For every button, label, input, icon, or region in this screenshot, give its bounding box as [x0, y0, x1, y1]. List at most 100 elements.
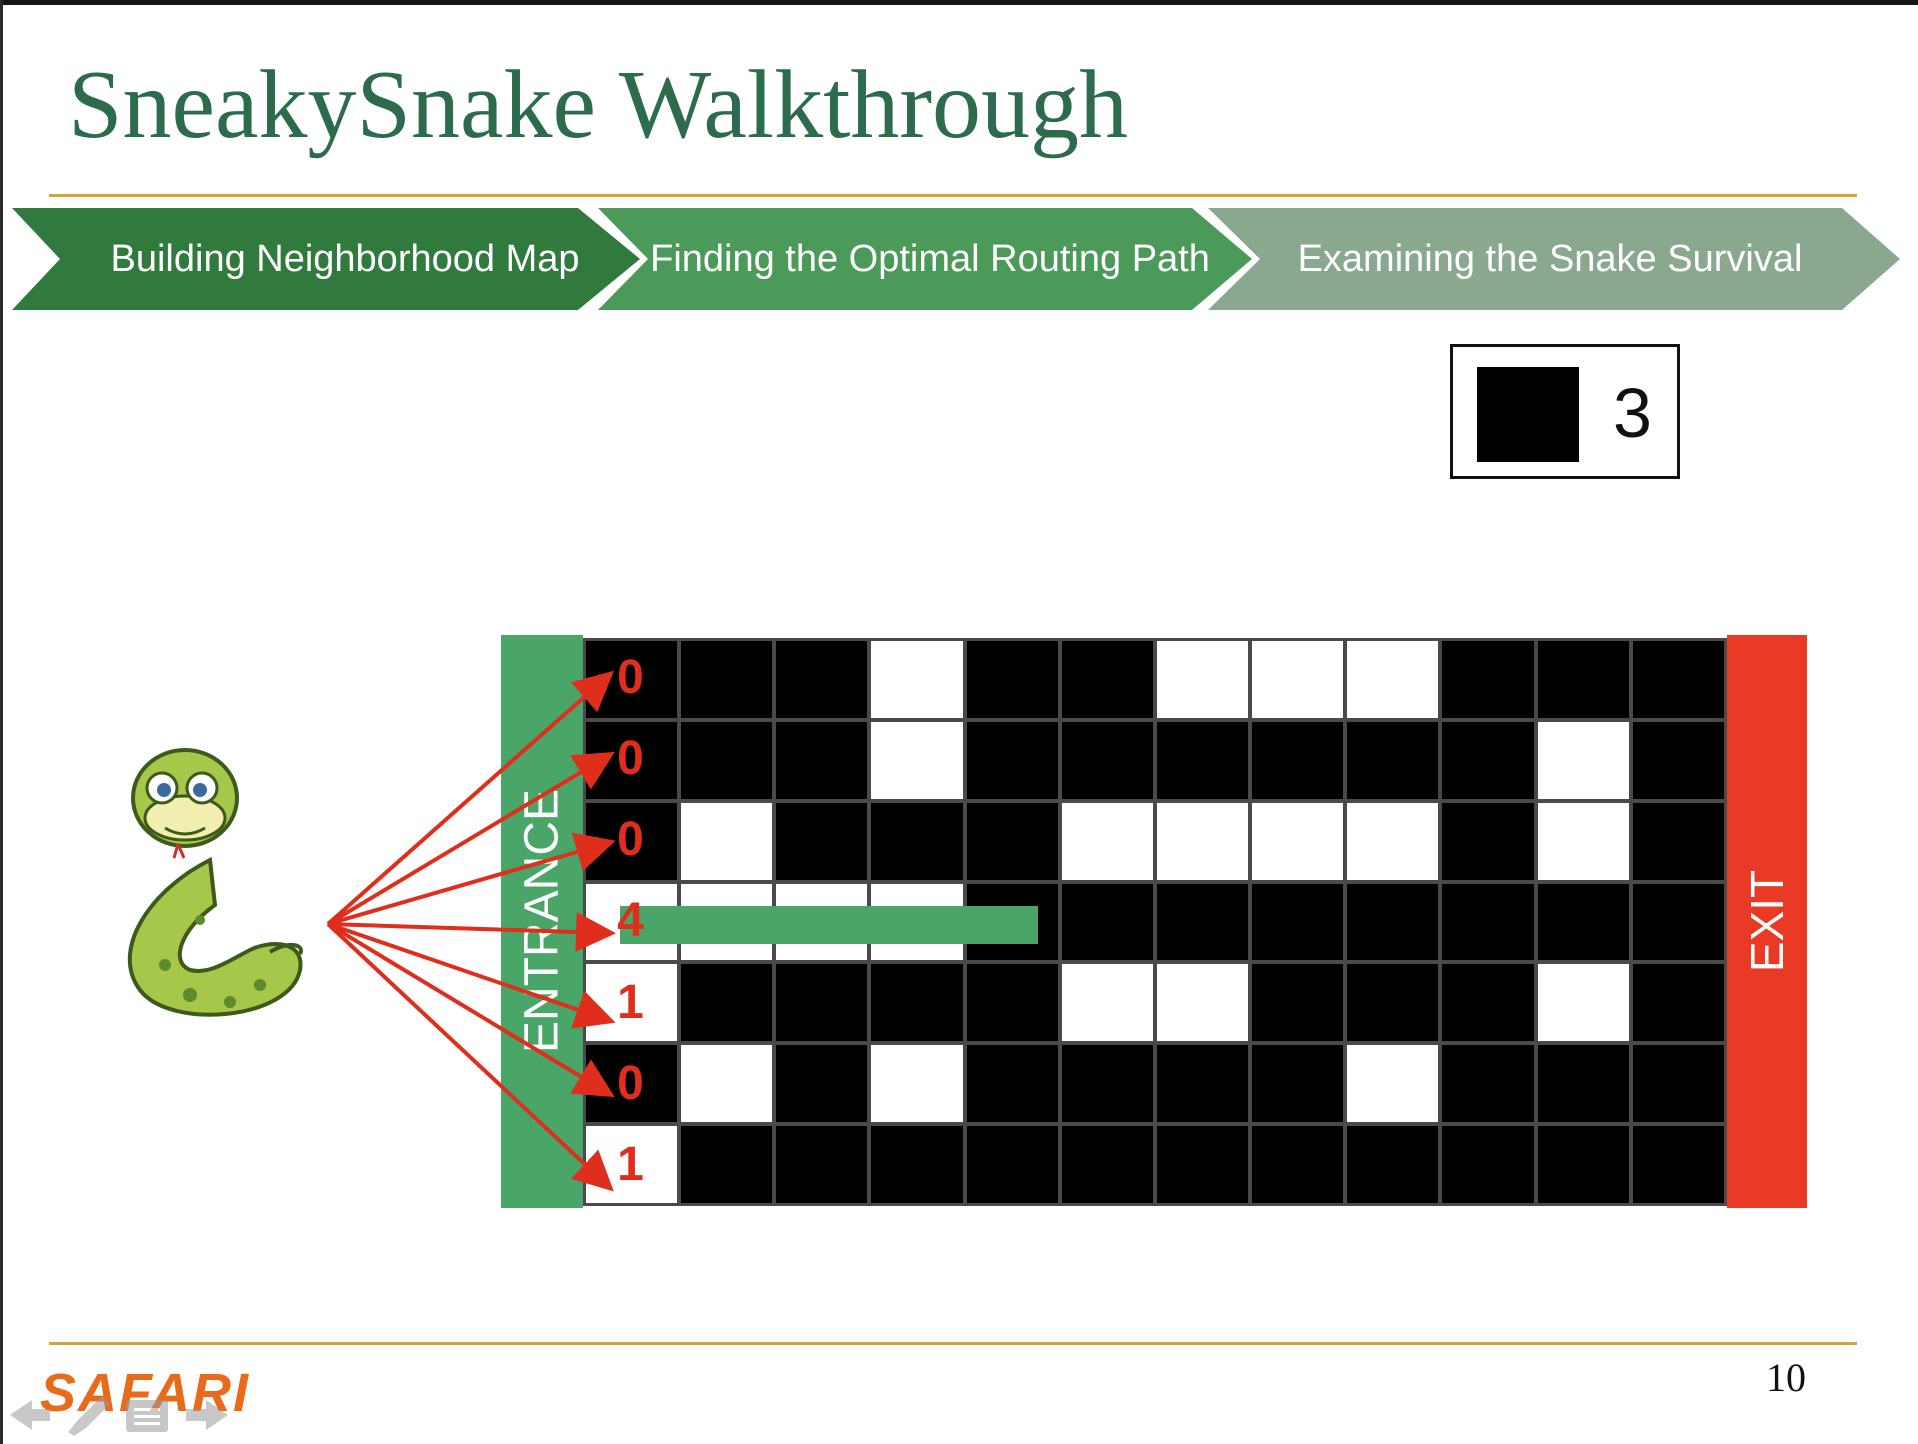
- grid-cell-r5-c2: [776, 1045, 868, 1123]
- grid-cell-r6-c5: [1061, 1126, 1153, 1203]
- grid-cell-r6-c1: [681, 1126, 773, 1203]
- step-1-label: Building Neighborhood Map: [110, 238, 580, 280]
- grid-cell-r6-c8: [1347, 1126, 1439, 1203]
- grid-cell-r0-c3: [871, 641, 963, 718]
- grid-cell-r3-c6: [1156, 883, 1249, 961]
- neighborhood-map-grid: [583, 638, 1727, 1206]
- grid-cell-r3-c5: [1061, 883, 1153, 961]
- entrance-bar: [501, 635, 583, 1208]
- grid-cell-r4-c2: [776, 964, 868, 1042]
- grid-cell-r5-c10: [1537, 1045, 1629, 1123]
- arrow-to-row-5: [326, 922, 615, 1098]
- grid-cell-r5-c5: [1061, 1045, 1153, 1123]
- grid-cell-r4-c7: [1252, 964, 1344, 1042]
- row-count-0: 0: [617, 651, 644, 704]
- row-count-6: 1: [617, 1137, 644, 1191]
- grid-cell-r0-c8: [1347, 641, 1439, 718]
- grid-cell-r1-c9: [1442, 721, 1534, 799]
- step-1-chevron: [12, 208, 640, 310]
- slide-title: SneakySnake Walkthrough: [68, 51, 1128, 159]
- row-count-1: 0: [617, 732, 644, 786]
- page-number: 10: [1766, 1355, 1806, 1400]
- grid-cell-r1-c2: [776, 721, 868, 799]
- grid-cell-r2-c4: [966, 802, 1058, 880]
- footer-divider: [49, 1342, 1857, 1345]
- grid-cell-r4-c10: [1537, 964, 1629, 1042]
- arrow-to-row-1: [326, 751, 615, 926]
- menu-icon[interactable]: [126, 1400, 168, 1432]
- forward-arrow-icon[interactable]: [186, 1400, 228, 1430]
- grid-cell-r4-c8: [1347, 964, 1439, 1042]
- grid-cell-r3-c11: [1632, 883, 1724, 961]
- title-divider: [49, 194, 1857, 197]
- grid-cell-r2-c9: [1442, 802, 1534, 880]
- grid-cell-r6-c4: [966, 1126, 1058, 1203]
- row-count-4: 1: [617, 975, 644, 1029]
- grid-cell-r0-c9: [1442, 641, 1534, 718]
- step-3-chevron: [1208, 208, 1900, 310]
- grid-cell-r3-c10: [1537, 883, 1629, 961]
- arrow-to-row-0: [326, 670, 614, 926]
- grid-cell-r4-c1: [681, 964, 773, 1042]
- arrow-to-row-6: [326, 922, 614, 1192]
- grid-cell-r2-c5: [1061, 802, 1153, 880]
- grid-cell-r1-c6: [1156, 721, 1249, 799]
- grid-cell-r3-c8: [1347, 883, 1439, 961]
- grid-cell-r6-c3: [871, 1126, 963, 1203]
- grid-cell-r5-c3: [871, 1045, 963, 1123]
- grid-cell-r2-c2: [776, 802, 868, 880]
- grid-cell-r2-c11: [1632, 802, 1724, 880]
- grid-cell-r1-c11: [1632, 721, 1724, 799]
- grid-cell-r4-c9: [1442, 964, 1534, 1042]
- slide-nav-controls[interactable]: [6, 1392, 236, 1438]
- grid-cell-r2-c3: [871, 802, 963, 880]
- exit-bar: [1727, 635, 1807, 1208]
- grid-cell-r3-c7: [1252, 883, 1344, 961]
- grid-cell-r0-c11: [1632, 641, 1724, 718]
- grid-cell-r5-c1: [681, 1045, 773, 1123]
- step-2-chevron: [598, 208, 1252, 310]
- snake-illustration: [127, 748, 303, 1017]
- optimal-path-bar: [620, 906, 1038, 944]
- grid-cell-r5-c6: [1156, 1045, 1249, 1123]
- grid-cell-r1-c3: [871, 721, 963, 799]
- grid-cell-r4-c5: [1061, 964, 1153, 1042]
- row-count-5: 0: [617, 1056, 644, 1110]
- step-2-label: Finding the Optimal Routing Path: [650, 238, 1210, 280]
- pen-icon[interactable]: [68, 1396, 110, 1436]
- grid-cell-r6-c9: [1442, 1126, 1534, 1203]
- grid-cell-r2-c8: [1347, 802, 1439, 880]
- grid-cell-r0-c4: [966, 641, 1058, 718]
- grid-cell-r2-c7: [1252, 802, 1344, 880]
- grid-cell-r4-c11: [1632, 964, 1724, 1042]
- legend-value: 3: [1613, 374, 1652, 452]
- grid-cell-r0-c10: [1537, 641, 1629, 718]
- legend-box: 3: [1450, 344, 1680, 479]
- process-steps: [12, 208, 1900, 310]
- grid-cell-r5-c9: [1442, 1045, 1534, 1123]
- grid-cell-r2-c6: [1156, 802, 1249, 880]
- grid-cell-r6-c6: [1156, 1126, 1249, 1203]
- grid-cell-r5-c4: [966, 1045, 1058, 1123]
- row-count-2: 0: [617, 813, 644, 867]
- back-arrow-icon[interactable]: [10, 1400, 50, 1430]
- grid-cell-r6-c7: [1252, 1126, 1344, 1203]
- grid-cell-r0-c5: [1061, 641, 1153, 718]
- grid-cell-r6-c11: [1632, 1126, 1724, 1203]
- arrow-to-row-4: [327, 922, 616, 1029]
- grid-cell-r1-c7: [1252, 721, 1344, 799]
- grid-cell-r1-c4: [966, 721, 1058, 799]
- grid-cell-r6-c2: [776, 1126, 868, 1203]
- grid-cell-r1-c5: [1061, 721, 1153, 799]
- grid-cell-r0-c2: [776, 641, 868, 718]
- arrow-to-row-2: [327, 832, 616, 926]
- grid-cell-r1-c1: [681, 721, 773, 799]
- row-count-3: 4: [617, 894, 644, 948]
- grid-cell-r0-c6: [1156, 641, 1249, 718]
- top-border: [0, 0, 1918, 5]
- left-border: [0, 0, 3, 1444]
- grid-cell-r5-c11: [1632, 1045, 1724, 1123]
- arrow-to-row-3: [327, 911, 616, 952]
- grid-cell-r0-c1: [681, 641, 773, 718]
